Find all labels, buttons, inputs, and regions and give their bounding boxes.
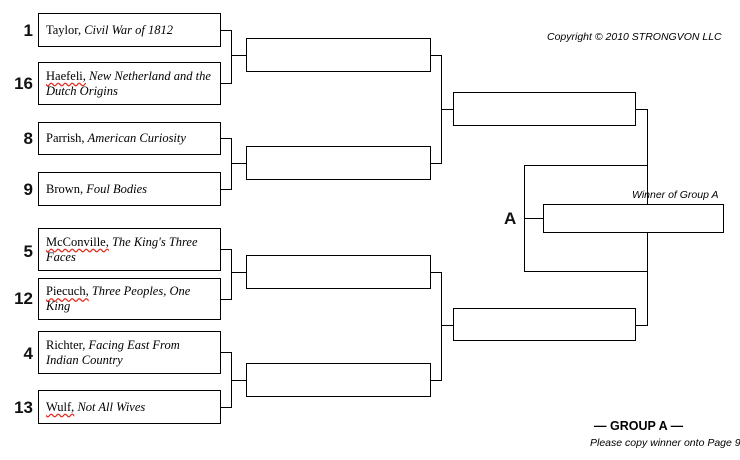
connector-line bbox=[524, 218, 544, 220]
seed-number-13: 13 bbox=[14, 398, 33, 417]
entry-box-seed-1[interactable]: Taylor, Civil War of 1812 bbox=[38, 13, 221, 47]
connector-line bbox=[231, 163, 246, 165]
entry-author: Richter, bbox=[46, 337, 86, 352]
connector-line bbox=[231, 380, 246, 382]
group-marker: A bbox=[504, 209, 517, 228]
entry-box-seed-16[interactable]: Haefeli, New Netherland and the Dutch Or… bbox=[38, 62, 221, 105]
connector-line bbox=[221, 352, 232, 354]
entry-author: Taylor, bbox=[46, 22, 82, 37]
page-note-label: Please copy winner onto Page 9 bbox=[590, 437, 740, 449]
connector-line bbox=[231, 272, 246, 274]
advancement-box-r2-3[interactable] bbox=[246, 255, 431, 289]
entry-title: Foul Bodies bbox=[86, 181, 148, 196]
connector-line bbox=[221, 83, 232, 85]
connector-line bbox=[221, 249, 232, 251]
connector-line bbox=[441, 272, 443, 381]
entry-box-seed-5[interactable]: McConville, The King's Three Faces bbox=[38, 228, 221, 271]
connector-line bbox=[636, 325, 648, 327]
connector-line bbox=[524, 271, 648, 273]
winner-box[interactable] bbox=[543, 204, 724, 233]
seed-number-1: 1 bbox=[23, 21, 33, 40]
entry-text: Brown, Foul Bodies bbox=[46, 182, 147, 197]
connector-line bbox=[221, 299, 232, 301]
connector-line bbox=[441, 109, 454, 111]
entry-title: Facing East From Indian Country bbox=[46, 337, 180, 367]
entry-box-seed-4[interactable]: Richter, Facing East From Indian Country bbox=[38, 331, 221, 374]
seed-number-9: 9 bbox=[23, 180, 33, 199]
advancement-box-r3-2[interactable] bbox=[453, 308, 636, 341]
winner-of-group-label: Winner of Group A bbox=[632, 189, 719, 201]
entry-text: McConville, The King's Three Faces bbox=[46, 235, 214, 265]
seed-number-4: 4 bbox=[23, 344, 33, 363]
entry-text: Piecuch, Three Peoples, One King bbox=[46, 284, 214, 314]
entry-author: Haefeli, bbox=[46, 68, 86, 83]
entry-box-seed-12[interactable]: Piecuch, Three Peoples, One King bbox=[38, 278, 221, 320]
entry-text: Wulf, Not All Wives bbox=[46, 400, 145, 415]
connector-line bbox=[221, 138, 232, 140]
entry-text: Taylor, Civil War of 1812 bbox=[46, 23, 173, 38]
connector-line bbox=[441, 325, 454, 327]
advancement-box-r2-2[interactable] bbox=[246, 146, 431, 180]
group-footer-label: — GROUP A — bbox=[594, 419, 684, 433]
entry-author: McConville, bbox=[46, 234, 109, 249]
connector-line bbox=[231, 55, 246, 57]
seed-number-12: 12 bbox=[14, 289, 33, 308]
advancement-box-r2-1[interactable] bbox=[246, 38, 431, 72]
entry-title: New Netherland and the Dutch Origins bbox=[46, 68, 211, 98]
seed-number-5: 5 bbox=[23, 242, 33, 261]
copyright-text: Copyright © 2010 STRONGVON LLC bbox=[547, 31, 722, 43]
connector-line bbox=[221, 189, 232, 191]
entry-title: Three Peoples, One King bbox=[46, 284, 191, 313]
entry-box-seed-13[interactable]: Wulf, Not All Wives bbox=[38, 390, 221, 424]
entry-author: Wulf, bbox=[46, 399, 75, 414]
entry-text: Parrish, American Curiosity bbox=[46, 131, 186, 146]
entry-text: Haefeli, New Netherland and the Dutch Or… bbox=[46, 69, 214, 99]
connector-line bbox=[231, 249, 233, 300]
connector-line bbox=[524, 165, 648, 167]
advancement-box-r3-1[interactable] bbox=[453, 92, 636, 126]
entry-title: The King's Three Faces bbox=[46, 234, 198, 264]
connector-line bbox=[636, 109, 648, 111]
connector-line bbox=[431, 55, 442, 57]
connector-line bbox=[431, 163, 442, 165]
advancement-box-r2-4[interactable] bbox=[246, 363, 431, 397]
connector-line bbox=[431, 272, 442, 274]
connector-line bbox=[221, 407, 232, 409]
entry-text: Richter, Facing East From Indian Country bbox=[46, 338, 214, 368]
entry-title: American Curiosity bbox=[87, 131, 186, 145]
entry-box-seed-9[interactable]: Brown, Foul Bodies bbox=[38, 172, 221, 206]
seed-number-16: 16 bbox=[14, 74, 33, 93]
entry-author: Parrish, bbox=[46, 131, 85, 145]
entry-title: Not All Wives bbox=[77, 399, 146, 414]
entry-title: Civil War of 1812 bbox=[84, 22, 173, 37]
entry-author: Piecuch, bbox=[46, 284, 89, 298]
entry-box-seed-8[interactable]: Parrish, American Curiosity bbox=[38, 122, 221, 155]
entry-author: Brown, bbox=[46, 181, 84, 196]
connector-line bbox=[221, 30, 232, 32]
seed-number-8: 8 bbox=[23, 129, 33, 148]
connector-line bbox=[231, 30, 233, 84]
connector-line bbox=[431, 380, 442, 382]
